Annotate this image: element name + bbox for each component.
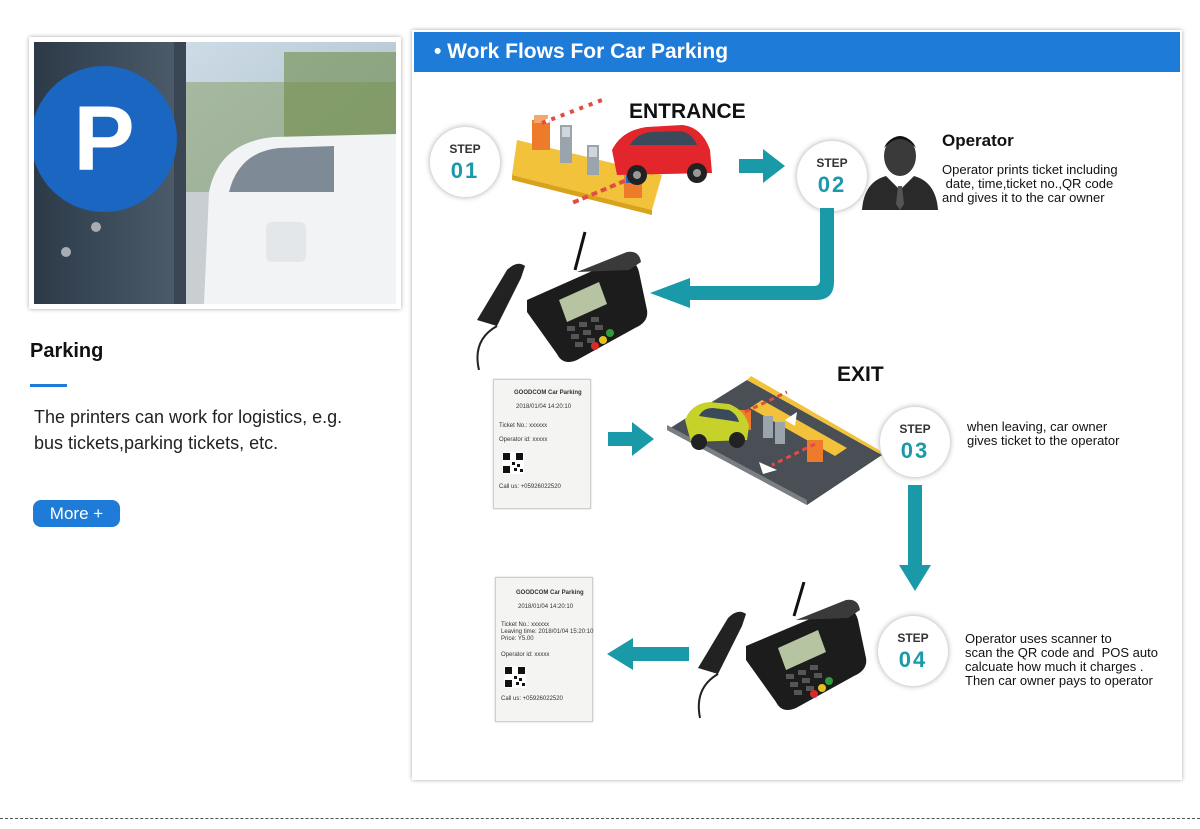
step4-text-3: calcuate how much it charges . <box>965 659 1144 674</box>
more-button[interactable]: More + <box>33 500 120 527</box>
ticket-number: Ticket No.: xxxxxx <box>499 423 548 429</box>
ticket-contact: Call us: +05926022520 <box>501 696 563 702</box>
svg-text:P: P <box>73 88 134 190</box>
ticket-header: GOODCOM Car Parking <box>516 590 584 596</box>
step-word: STEP <box>816 156 848 170</box>
title-underline <box>30 384 67 387</box>
parking-ticket-1: GOODCOM Car Parking 2018/01/04 14:20:10 … <box>493 379 591 509</box>
dashed-divider <box>0 818 1200 819</box>
arrow-down-left-icon <box>650 208 834 308</box>
ticket-header: GOODCOM Car Parking <box>514 390 582 396</box>
ticket-operator: Operator id: xxxxx <box>501 652 550 658</box>
step-number: 04 <box>898 647 928 672</box>
arrow-down-icon <box>899 485 931 591</box>
ticket-leaving-time: Leaving time: 2018/01/04 15:20:10 <box>501 629 594 635</box>
parking-photo: P <box>29 37 401 309</box>
section-title: Parking <box>30 340 104 362</box>
workflow-panel: • Work Flows For Car Parking ENTRANCE ST… <box>412 30 1182 780</box>
step4-text-2: scan the QR code and POS auto <box>965 645 1158 660</box>
operator-label: Operator <box>942 131 1014 150</box>
exit-label: EXIT <box>837 363 884 386</box>
arrow-left-icon <box>607 638 689 670</box>
ticket-contact: Call us: +05926022520 <box>499 484 561 490</box>
step4-text-1: Operator uses scanner to <box>965 631 1112 646</box>
step-03-circle: STEP 03 <box>880 407 950 477</box>
panel-title: • Work Flows For Car Parking <box>414 32 1180 72</box>
ticket-number: Ticket No.: xxxxxx <box>501 622 550 628</box>
operator-text-3: and gives it to the car owner <box>942 190 1105 205</box>
ticket-date: 2018/01/04 14:20:10 <box>516 404 572 410</box>
arrow-right-icon <box>739 149 785 183</box>
ticket-date: 2018/01/04 14:20:10 <box>518 604 574 610</box>
entrance-gate-illustration <box>512 98 712 215</box>
ticket-price: Price: Y5.00 <box>501 636 534 642</box>
section-description: The printers can work for logistics, e.g… <box>34 407 343 453</box>
step3-text-1: when leaving, car owner <box>967 419 1108 434</box>
step-word: STEP <box>899 422 931 436</box>
exit-gate-illustration <box>667 376 882 505</box>
step-number: 03 <box>900 438 930 463</box>
arrow-right-icon <box>608 422 654 456</box>
pos-terminal-image <box>697 582 867 719</box>
step-02-circle: STEP 02 <box>797 141 867 211</box>
step-number: 01 <box>450 158 480 183</box>
operator-icon <box>862 136 938 210</box>
entrance-label: ENTRANCE <box>629 100 746 123</box>
step4-text-4: Then car owner pays to operator <box>965 673 1153 688</box>
step-01-circle: STEP 01 <box>430 127 500 197</box>
step-number: 02 <box>817 172 847 197</box>
ticket-operator: Operator id: xxxxx <box>499 437 548 443</box>
step-04-circle: STEP 04 <box>878 616 948 686</box>
qr-code-icon <box>502 452 524 474</box>
qr-code-icon <box>504 666 526 688</box>
parking-sign-image: P <box>34 42 396 304</box>
step3-text-2: gives ticket to the operator <box>967 433 1120 448</box>
step-word: STEP <box>897 631 929 645</box>
operator-text-2: date, time,ticket no.,QR code <box>942 176 1114 191</box>
operator-text-1: Operator prints ticket including <box>942 162 1118 177</box>
parking-ticket-2: GOODCOM Car Parking 2018/01/04 14:20:10 … <box>495 577 593 722</box>
step-word: STEP <box>449 142 481 156</box>
pos-terminal-image <box>476 231 648 370</box>
